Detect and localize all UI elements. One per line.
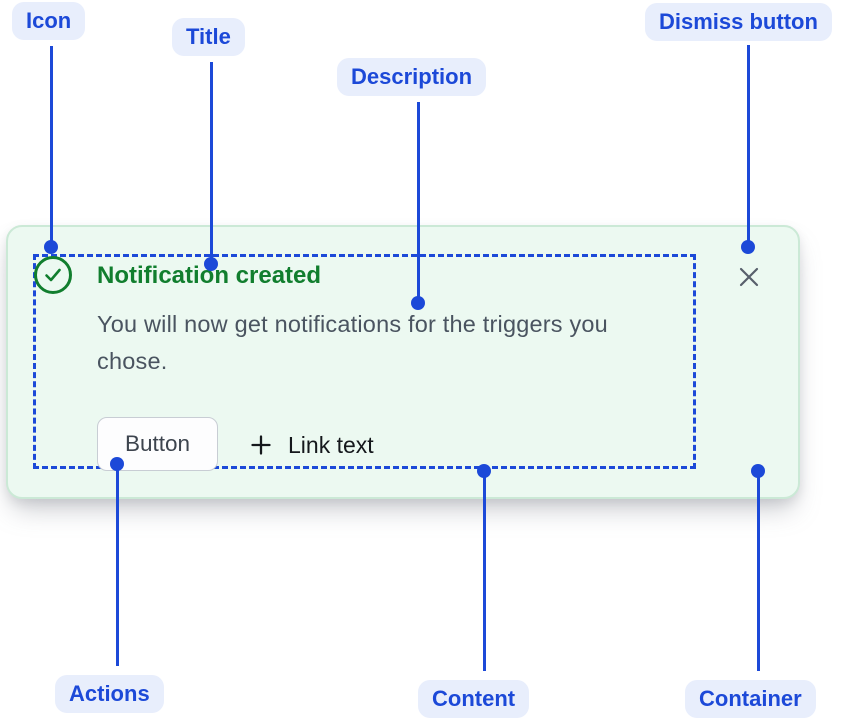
content-pointer-dot bbox=[477, 464, 491, 478]
action-link-label: Link text bbox=[288, 431, 374, 458]
notification-content-area bbox=[33, 254, 696, 469]
icon-pointer-dot bbox=[44, 240, 58, 254]
action-button[interactable]: Button bbox=[97, 417, 219, 471]
description-pointer-line bbox=[416, 102, 420, 303]
check-mark bbox=[45, 268, 61, 282]
title-pointer-dot bbox=[204, 257, 218, 271]
annotation-label-actions: Actions bbox=[55, 675, 164, 713]
dismiss-button[interactable] bbox=[736, 264, 762, 290]
annotation-label-container: Container bbox=[685, 680, 816, 718]
close-icon bbox=[739, 267, 759, 287]
description-pointer-dot bbox=[411, 296, 425, 310]
action-link[interactable]: Link text bbox=[248, 430, 374, 460]
actions-pointer-dot bbox=[110, 457, 124, 471]
dismiss-pointer-dot bbox=[741, 240, 755, 254]
actions-pointer-line bbox=[115, 464, 119, 666]
annotation-label-content: Content bbox=[418, 680, 530, 718]
content-pointer-line bbox=[482, 471, 486, 671]
annotation-label-description: Description bbox=[337, 58, 487, 96]
annotation-label-icon: Icon bbox=[12, 2, 86, 40]
icon-pointer-line bbox=[49, 46, 53, 247]
container-pointer-dot bbox=[751, 464, 765, 478]
plus-icon bbox=[251, 435, 271, 455]
dismiss-pointer-line bbox=[746, 45, 750, 247]
container-pointer-line bbox=[756, 471, 760, 671]
annotation-label-title: Title bbox=[172, 18, 245, 56]
notification-description: You will now get notifications for the t… bbox=[97, 311, 608, 374]
title-pointer-line bbox=[209, 62, 213, 264]
check-circle-icon bbox=[34, 256, 72, 294]
annotation-label-dismiss: Dismiss button bbox=[645, 3, 832, 41]
